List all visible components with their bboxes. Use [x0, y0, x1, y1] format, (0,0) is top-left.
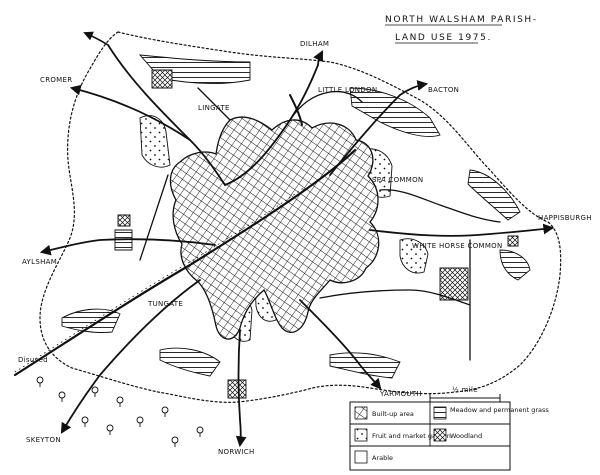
label-little-london: LITTLE LONDON [318, 86, 377, 94]
title-line-1: NORTH WALSHAM PARISH- [385, 15, 538, 25]
label-happisburgh: HAPPISBURGH [538, 214, 592, 222]
road-dilham-stub [83, 31, 109, 46]
road-dilham [313, 50, 323, 66]
road-norwich [235, 329, 247, 448]
woodland-patch [439, 267, 469, 301]
meadow-patch [61, 308, 121, 333]
legend-swatch-meadow [433, 406, 447, 420]
label-tungate: TUNGATE [147, 300, 183, 308]
railway-north-stub [289, 94, 303, 126]
road-cromer [69, 84, 191, 141]
legend-built-up: Built-up area [372, 410, 414, 418]
woodland-patch [117, 214, 131, 227]
tree-symbols [36, 376, 204, 447]
legend-meadow: Meadow and permanent grass [450, 406, 549, 414]
legend-arable: Arable [372, 454, 393, 462]
woodland-patch [151, 69, 173, 89]
meadow-patch [499, 249, 531, 281]
meadow-patch [349, 87, 441, 137]
label-aylsham: AYLSHAM [22, 258, 57, 266]
label-bacton: BACTON [428, 86, 459, 94]
road-bacton [329, 80, 429, 176]
map-title: NORTH WALSHAM PARISH- LAND USE 1975. [385, 15, 538, 44]
label-spa-common: SPA COMMON [372, 176, 423, 184]
legend-woodland: Woodland [450, 432, 482, 440]
fruit-market-garden-patch [399, 238, 429, 274]
legend-fruit: Fruit and market garden [372, 432, 451, 440]
road-lingate [197, 87, 231, 121]
meadow-patch [329, 352, 401, 379]
meadow-patch [467, 169, 521, 221]
road-skeyton [60, 279, 201, 434]
legend-swatch-arable [354, 450, 368, 464]
road-yarmouth [299, 299, 382, 390]
woodland-patch [507, 235, 519, 247]
woodland-patch [227, 379, 247, 399]
legend-swatch-built-up [354, 406, 368, 420]
railway [13, 94, 357, 377]
label-white-horse-common: WHITE HORSE COMMON [412, 242, 503, 250]
road-network [39, 31, 555, 448]
label-cromer: CROMER [40, 76, 72, 84]
legend-swatch-woodland [433, 428, 447, 442]
road-white-horse [319, 289, 471, 306]
meadow-patch [159, 347, 221, 377]
label-dilham: DILHAM [300, 40, 329, 48]
scale-label: ½ mile [452, 386, 478, 394]
label-disused: Disused [18, 356, 48, 364]
label-yarmouth: YARMOUTH [379, 390, 422, 398]
fruit-market-garden-patch [139, 115, 171, 168]
road-little-london [289, 90, 363, 121]
road-happisburgh [369, 223, 555, 237]
road-aylsham [39, 238, 216, 256]
parish-boundary [39, 31, 562, 403]
label-lingate: LINGATE [198, 104, 230, 112]
title-line-2: LAND USE 1975. [395, 33, 492, 43]
legend-swatch-fruit [354, 428, 368, 442]
lane-west [139, 174, 169, 261]
map-legend: Built-up area Meadow and permanent grass… [349, 401, 549, 471]
scale-bar: ½ mile [429, 386, 501, 402]
label-skeyton: SKEYTON [26, 436, 61, 444]
built-up-area [169, 116, 380, 340]
road-spa-common [379, 189, 501, 223]
place-labels: CROMER DILHAM LINGATE LITTLE LONDON BACT… [18, 40, 592, 456]
road-to-cromer [107, 44, 226, 186]
label-norwich: NORWICH [218, 448, 255, 456]
